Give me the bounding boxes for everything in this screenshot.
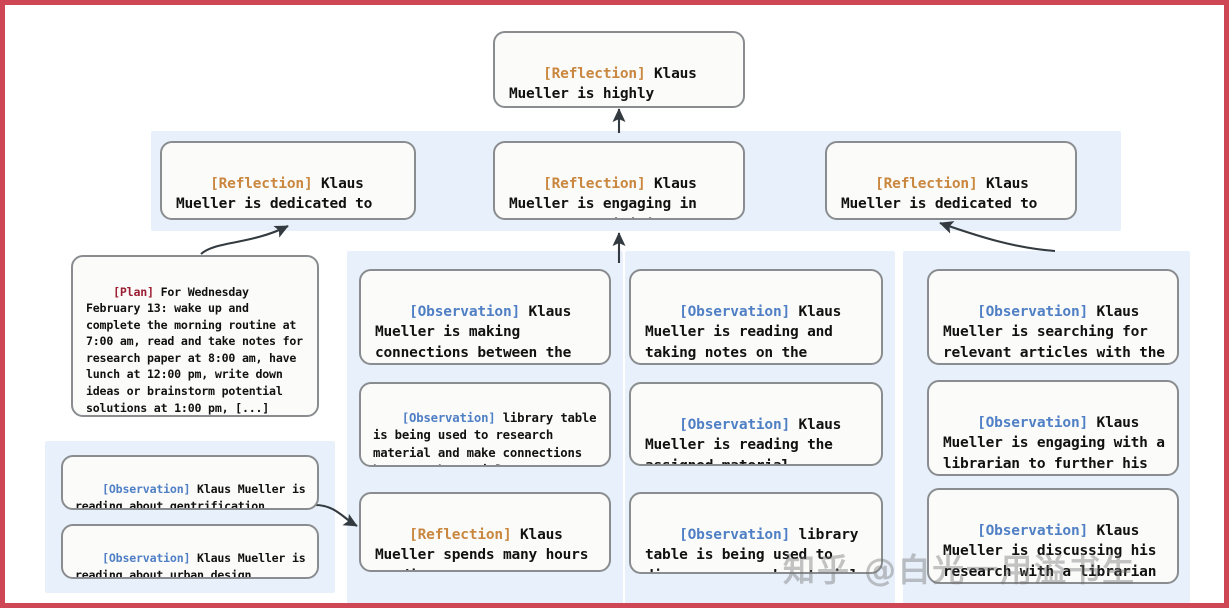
node-text: For Wednesday February 13: wake up and c… <box>86 284 310 415</box>
node-text: library table is being used to research … <box>373 411 597 465</box>
tag-observation: [Observation] <box>679 526 791 543</box>
node-bottom-observation-2[interactable]: [Observation] Klaus Mueller is reading a… <box>61 524 319 579</box>
node-text: Klaus Mueller is dedicated to research <box>176 175 373 218</box>
node-col1-item-2[interactable]: [Observation] library table is being use… <box>359 382 611 467</box>
node-col2-item-1[interactable]: [Observation] Klaus Mueller is reading a… <box>629 269 883 365</box>
node-reflection-3[interactable]: [Reflection] Klaus Mueller is dedicated … <box>825 141 1077 220</box>
node-col2-item-3[interactable]: [Observation] library table is being use… <box>629 492 883 574</box>
node-reflection-2[interactable]: [Reflection] Klaus Mueller is engaging i… <box>493 141 745 220</box>
node-col1-item-1[interactable]: [Observation] Klaus Mueller is making co… <box>359 269 611 365</box>
tag-observation: [Observation] <box>679 303 791 320</box>
node-col3-item-3[interactable]: [Observation] Klaus Mueller is discussin… <box>927 488 1179 584</box>
node-col3-item-1[interactable]: [Observation] Klaus Mueller is searching… <box>927 269 1179 365</box>
node-root-reflection[interactable]: [Reflection] Klaus Mueller is highly ded… <box>493 31 745 108</box>
tag-observation: [Observation] <box>977 522 1089 539</box>
node-text: Klaus Mueller is dedicated to research <box>841 175 1038 218</box>
watermark: 知乎 @白光一用溢书生 <box>783 551 1137 589</box>
node-col2-item-2[interactable]: [Observation] Klaus Mueller is reading t… <box>629 382 883 466</box>
tag-observation: [Observation] <box>679 416 791 433</box>
node-plan[interactable]: [Plan] For Wednesday February 13: wake u… <box>71 255 319 417</box>
node-text: Klaus Mueller spends many hours reading <box>375 526 589 570</box>
node-col1-item-3[interactable]: [Reflection] Klaus Mueller spends many h… <box>359 492 611 572</box>
tag-observation: [Observation] <box>102 551 191 566</box>
tag-reflection: [Reflection] <box>543 65 646 82</box>
tag-observation: [Observation] <box>977 414 1089 431</box>
node-text: library table is being used to discuss r… <box>645 526 859 572</box>
tag-observation: [Observation] <box>401 411 496 426</box>
tag-reflection: [Reflection] <box>210 175 313 192</box>
tag-reflection: [Reflection] <box>409 526 512 543</box>
node-text: Klaus Mueller is engaging in research ac… <box>509 175 697 218</box>
node-bottom-observation-1[interactable]: [Observation] Klaus Mueller is reading a… <box>61 455 319 510</box>
node-col3-item-2[interactable]: [Observation] Klaus Mueller is engaging … <box>927 380 1179 476</box>
node-text: Klaus Mueller is reading and taking note… <box>645 303 842 361</box>
tag-observation: [Observation] <box>977 303 1089 320</box>
tag-reflection: [Reflection] <box>543 175 646 192</box>
node-text: Klaus Mueller is reading about urban des… <box>75 551 313 579</box>
node-text: Klaus Mueller is reading the assigned ma… <box>645 416 850 466</box>
node-text: Klaus Mueller is engaging with a librari… <box>943 414 1165 472</box>
tag-observation: [Observation] <box>102 482 191 497</box>
tag-reflection: [Reflection] <box>875 175 978 192</box>
tag-observation: [Observation] <box>409 303 521 320</box>
node-text: Klaus Mueller is searching for relevant … <box>943 303 1165 361</box>
node-text: Klaus Mueller is making connections betw… <box>375 303 572 361</box>
node-text: Klaus Mueller is reading about gentrific… <box>75 482 313 510</box>
node-text: Klaus Mueller is discussing his research… <box>943 522 1165 580</box>
node-reflection-1[interactable]: [Reflection] Klaus Mueller is dedicated … <box>160 141 416 220</box>
node-text: Klaus Mueller is highly dedicated to res… <box>509 65 697 103</box>
tag-plan: [Plan] <box>113 284 154 299</box>
